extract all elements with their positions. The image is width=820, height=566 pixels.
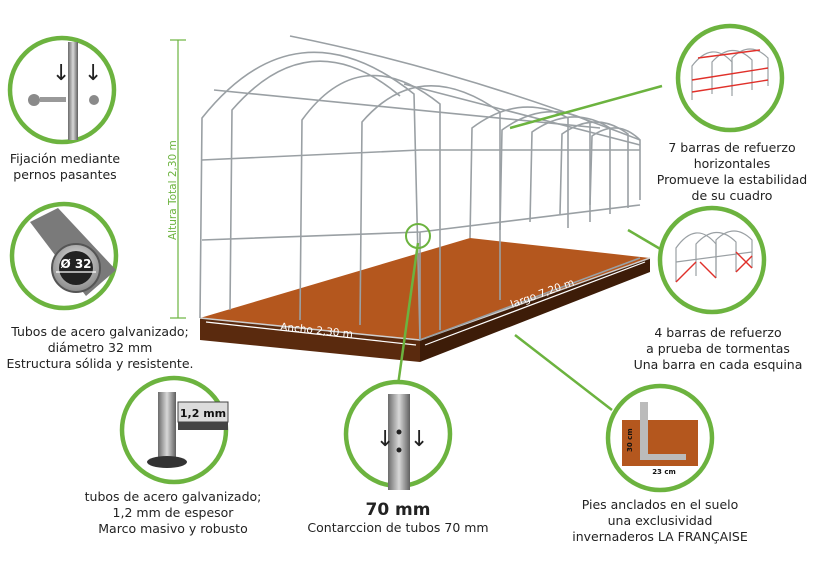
horizontal-bars-caption: 7 barras de refuerzo horizontales Promue… xyxy=(656,140,808,203)
height-label: Altura Total 2,30 m xyxy=(167,140,179,240)
contraction-title: 70 mm xyxy=(365,500,431,520)
down-arrow-icon: ↓ xyxy=(376,427,394,452)
bolts-callout: ↓ ↓ xyxy=(7,35,117,145)
nut-icon xyxy=(89,95,99,105)
bolt-icon xyxy=(28,94,40,106)
dimension-height xyxy=(170,39,186,319)
anchor-caption: Pies anclados en el suelo una exclusivid… xyxy=(572,497,748,544)
soil-base-side xyxy=(200,318,420,362)
soil-base-front xyxy=(420,258,650,362)
thickness-badge: 1,2 mm xyxy=(180,407,226,420)
anchor-callout: 30 cm 23 cm xyxy=(605,383,715,493)
thickness-callout: 1,2 mm xyxy=(119,375,229,485)
contraction-callout: ↓ ↓ xyxy=(343,379,453,490)
soil-top xyxy=(200,238,650,340)
storm-bars-caption: 4 barras de refuerzo a prueba de torment… xyxy=(633,325,803,372)
thickness-caption: tubos de acero galvanizado; 1,2 mm de es… xyxy=(84,489,262,536)
anchor-depth: 30 cm xyxy=(626,428,634,452)
diameter-badge: Ø 32 xyxy=(60,257,91,271)
junction-highlight xyxy=(405,223,431,249)
down-arrow-icon: ↓ xyxy=(52,61,70,86)
down-arrow-icon: ↓ xyxy=(84,61,102,86)
down-arrow-icon: ↓ xyxy=(410,427,428,452)
dimension-width-line xyxy=(205,321,417,346)
storm-bars-callout xyxy=(657,205,767,315)
dimension-length-line xyxy=(424,261,646,346)
tube-diameter-callout: Ø 32 xyxy=(9,201,119,311)
greenhouse-frame xyxy=(199,35,651,362)
horizontal-bars-callout xyxy=(675,23,785,133)
callout-connectors xyxy=(396,84,663,411)
anchor-width: 23 cm xyxy=(652,468,676,476)
contraction-caption: 70 mm Contarccion de tubos 70 mm xyxy=(280,500,516,536)
tube-diameter-caption: Tubos de acero galvanizado; diámetro 32 … xyxy=(6,324,194,371)
bolts-caption: Fijación mediante pernos pasantes xyxy=(9,151,121,182)
